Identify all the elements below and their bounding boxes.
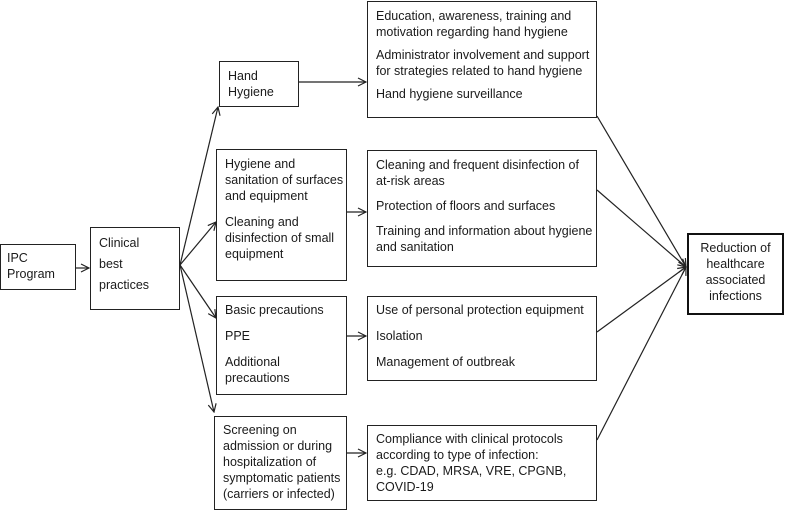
arrow-precaution-actions-to-outcome [596, 267, 686, 333]
hygiene-sanitation-text: Hygiene and sanitation of surfaces and e… [225, 157, 344, 203]
arrow-sanitation-actions-to-outcome [596, 189, 686, 267]
arrow-clinical-to-screening [179, 264, 214, 412]
arrow-clinical-to-hygiene-sanitation [179, 222, 216, 266]
small-equipment-text: Cleaning and disinfection of small equip… [225, 215, 335, 261]
hand-hygiene-education-text: Education, awareness, training and motiv… [376, 9, 572, 39]
precautions-box: Basic precautions PPE Additional precaut… [216, 296, 347, 395]
hygiene-sanitation-box: Hygiene and sanitation of surfaces and e… [216, 149, 347, 281]
ppe-use-text: Use of personal protection equipment [376, 303, 584, 317]
hand-hygiene-box: Hand Hygiene [219, 61, 299, 107]
ipc-program-label: IPC Program [7, 251, 55, 281]
administrator-involvement-text: Administrator involvement and support fo… [376, 48, 590, 78]
floor-protection-text: Protection of floors and surfaces [376, 199, 556, 213]
clinical-label-line3: practices [99, 278, 150, 292]
ppe-text: PPE [225, 329, 251, 343]
cleaning-disinfection-text: Cleaning and frequent disinfection of at… [376, 158, 579, 188]
clinical-protocols-text: Compliance with clinical protocols accor… [376, 432, 567, 494]
clinical-best-practices-box: Clinical best practices [90, 227, 180, 310]
additional-precautions-text: Additional precautions [225, 355, 290, 385]
arrow-screening-actions-to-outcome [596, 267, 686, 441]
screening-text: Screening on admission or during hospita… [223, 423, 341, 501]
basic-precautions-text: Basic precautions [225, 303, 324, 317]
outbreak-management-text: Management of outbreak [376, 355, 515, 369]
hand-hygiene-surveillance-text: Hand hygiene surveillance [376, 87, 523, 101]
arrow-clinical-to-hand-hygiene [179, 107, 218, 266]
outcome-label: Reduction of healthcare associated infec… [700, 241, 771, 303]
training-information-text: Training and information about hygiene a… [376, 224, 593, 254]
outcome-box: Reduction of healthcare associated infec… [687, 233, 784, 315]
hand-hygiene-actions-box: Education, awareness, training and motiv… [367, 1, 597, 118]
ipc-program-box: IPC Program [0, 244, 76, 290]
arrow-hand-actions-to-outcome [596, 115, 686, 267]
screening-actions-box: Compliance with clinical protocols accor… [367, 425, 597, 501]
clinical-label-line2: best [99, 257, 123, 271]
hand-hygiene-label: Hand Hygiene [228, 69, 274, 99]
isolation-text: Isolation [376, 329, 423, 343]
precaution-actions-box: Use of personal protection equipment Iso… [367, 296, 597, 381]
sanitation-actions-box: Cleaning and frequent disinfection of at… [367, 150, 597, 267]
arrow-clinical-to-precautions [179, 264, 216, 318]
clinical-label-line1: Clinical [99, 236, 140, 250]
screening-box: Screening on admission or during hospita… [214, 416, 347, 510]
